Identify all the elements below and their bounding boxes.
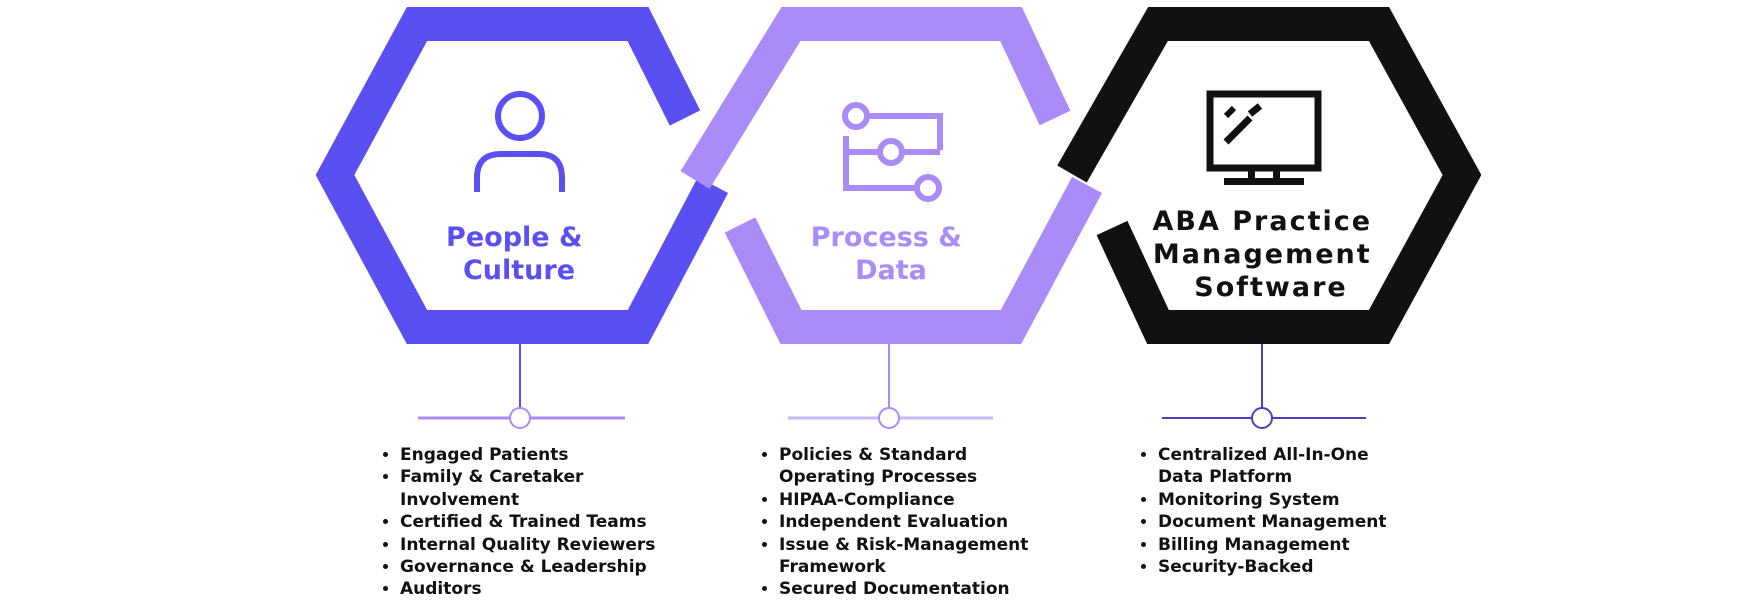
list-process-data: Policies & Standard Operating Processes …: [757, 444, 1079, 601]
hexagon-software: [1057, 6, 1482, 344]
list-item: Issue & Risk-Management Framework: [779, 534, 1041, 579]
title-aba-software: ABA Practice Management Software: [1153, 206, 1384, 303]
list-people-culture: Engaged Patients Family & Caretaker Invo…: [378, 444, 700, 601]
hexagon-process-data: [680, 6, 1102, 344]
list-item: Internal Quality Reviewers: [400, 534, 700, 556]
list-item: HIPAA-Compliance: [779, 489, 1079, 511]
person-icon: [474, 91, 565, 192]
list-item: Certified & Trained Teams: [400, 511, 700, 533]
list-item: Secured Documentation: [779, 578, 1079, 600]
list-item: Document Management: [1158, 511, 1448, 533]
connector-people: [418, 344, 625, 429]
connector-software: [1162, 344, 1366, 429]
process-flow-icon: [842, 102, 943, 202]
hexagon-people-culture: [315, 7, 729, 344]
list-item: Policies & Standard Operating Processes: [779, 444, 989, 489]
list-item: Family & Caretaker Involvement: [400, 466, 610, 511]
list-item: Independent Evaluation: [779, 511, 1079, 533]
list-aba-software: Centralized All-In-One Data Platform Mon…: [1136, 444, 1448, 578]
title-people-culture: People & Culture: [446, 222, 592, 286]
connector-process: [788, 344, 993, 429]
list-item: Engaged Patients: [400, 444, 700, 466]
list-item: Security-Backed: [1158, 556, 1448, 578]
list-item: Monitoring System: [1158, 489, 1448, 511]
monitor-icon: [1206, 90, 1322, 185]
list-item: Centralized All-In-One Data Platform: [1158, 444, 1398, 489]
list-item: Auditors: [400, 578, 700, 600]
title-process-data: Process & Data: [811, 222, 971, 286]
list-item: Billing Management: [1158, 534, 1448, 556]
list-item: Governance & Leadership: [400, 556, 700, 578]
